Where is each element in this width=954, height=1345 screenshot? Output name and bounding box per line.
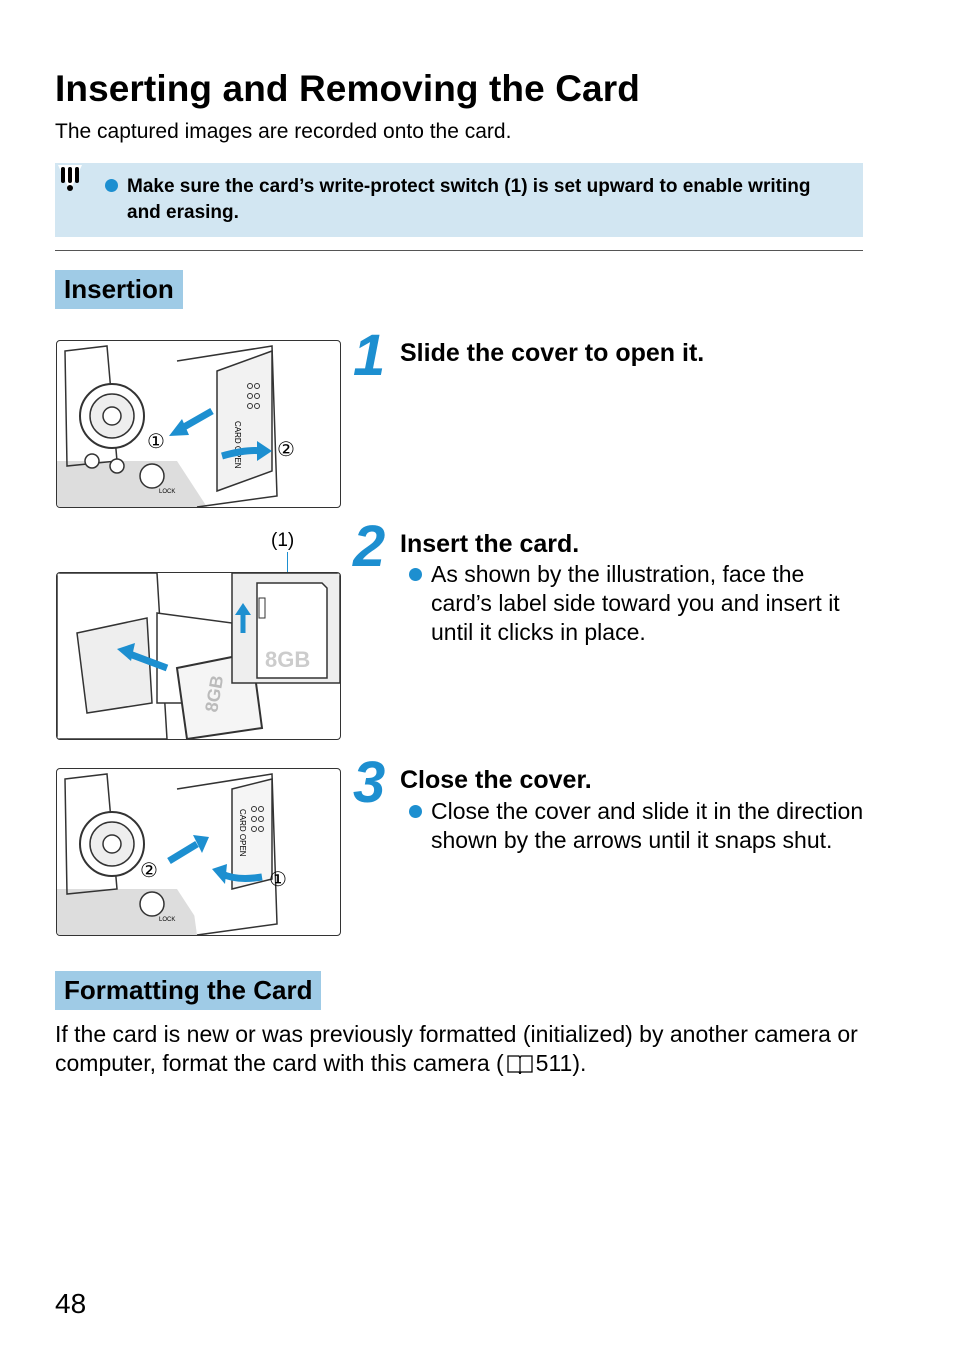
divider xyxy=(55,250,863,251)
svg-text:②: ② xyxy=(277,437,295,461)
switch-callout: (1) xyxy=(271,530,295,551)
caution-text: Make sure the card’s write-protect switc… xyxy=(127,176,811,223)
svg-text:LOCK: LOCK xyxy=(159,489,175,495)
svg-text:LOCK: LOCK xyxy=(159,917,175,923)
svg-text:CARD OPEN: CARD OPEN xyxy=(233,421,242,469)
caution-box: Make sure the card’s write-protect switc… xyxy=(55,163,863,237)
svg-text:①: ① xyxy=(147,429,165,453)
formatting-text-after: ). xyxy=(572,1050,587,1076)
svg-text:8GB: 8GB xyxy=(265,647,310,672)
step-title-1: Slide the cover to open it. xyxy=(400,339,705,367)
svg-text:②: ② xyxy=(140,858,158,882)
step-number-2: 2 xyxy=(353,514,386,579)
page-subtitle: The captured images are recorded onto th… xyxy=(55,120,512,143)
bullet-icon xyxy=(105,179,118,192)
bullet-icon xyxy=(409,568,422,581)
book-icon xyxy=(506,1052,534,1076)
page-number: 48 xyxy=(55,1288,87,1319)
page-title: Inserting and Removing the Card xyxy=(55,68,640,109)
section-heading-formatting: Formatting the Card xyxy=(55,971,322,1010)
section-heading-insertion: Insertion xyxy=(55,270,183,309)
formatting-text-before: If the card is new or was previously for… xyxy=(55,1021,858,1076)
svg-text:①: ① xyxy=(269,867,287,891)
step-text-3: Close the cover and slide it in the dire… xyxy=(431,798,864,853)
caution-icon xyxy=(55,163,85,193)
camera-close-cover-illustration: CARD OPEN ② ① LOCK xyxy=(56,768,341,936)
step-number-3: 3 xyxy=(353,750,386,815)
bullet-icon xyxy=(409,805,422,818)
step-text-2: As shown by the illustration, face the c… xyxy=(431,561,840,645)
insert-card-illustration: 8GB 8GB xyxy=(56,572,341,740)
formatting-text: If the card is new or was previously for… xyxy=(55,1020,875,1078)
step-title-2: Insert the card. xyxy=(400,530,580,558)
step-title-3: Close the cover. xyxy=(400,766,592,794)
camera-open-cover-illustration: CARD OPEN ① ② LOCK xyxy=(56,340,341,508)
svg-text:CARD OPEN: CARD OPEN xyxy=(238,809,247,857)
step-number-1: 1 xyxy=(353,323,386,388)
page-reference[interactable]: 511 xyxy=(535,1050,573,1076)
